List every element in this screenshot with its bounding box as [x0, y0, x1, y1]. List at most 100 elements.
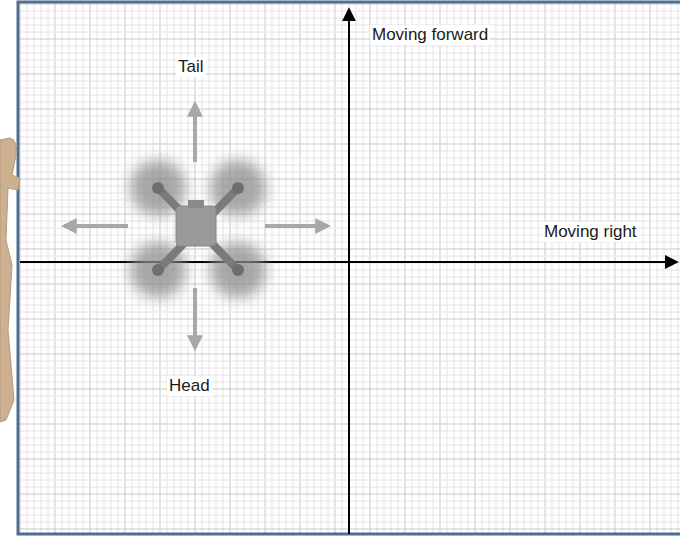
grid-line — [678, 3, 679, 533]
grid — [19, 3, 680, 533]
grid-line — [664, 3, 665, 533]
drone-body — [176, 206, 216, 246]
motors — [152, 182, 244, 276]
grid-line — [545, 3, 546, 533]
grid-line — [657, 3, 658, 533]
direction-label: Head — [167, 376, 212, 396]
grid-line — [90, 3, 91, 533]
grid-line — [363, 3, 364, 533]
grid-line — [531, 3, 532, 533]
grid-line — [629, 3, 630, 533]
grid-line — [27, 3, 28, 533]
grid-line — [496, 3, 497, 533]
grid-line — [636, 3, 637, 533]
grid-line — [125, 3, 126, 533]
person-body — [0, 138, 20, 422]
grid-line — [300, 3, 301, 533]
grid-line — [118, 3, 119, 533]
grid-line — [62, 3, 63, 533]
drone-camera — [188, 200, 204, 208]
person-figure — [0, 138, 20, 422]
grid-line — [580, 3, 581, 533]
grid-line — [279, 3, 280, 533]
grid-line — [307, 3, 308, 533]
grid-line — [272, 3, 273, 533]
grid-line — [34, 3, 35, 533]
grid-line — [342, 3, 343, 533]
grid-line — [622, 3, 623, 533]
grid-line — [202, 3, 203, 533]
grid-line — [391, 3, 392, 533]
axis-label: Moving right — [542, 222, 639, 242]
grid-line — [643, 3, 644, 533]
frame — [18, 2, 680, 534]
grid-line — [20, 3, 21, 533]
grid-line — [510, 3, 511, 533]
grid-line — [566, 3, 567, 533]
grid-line — [447, 3, 448, 533]
drone-arms — [158, 188, 238, 270]
grid-line — [489, 3, 490, 533]
grid-line — [111, 3, 112, 533]
grid-line — [55, 3, 56, 533]
drone — [130, 160, 266, 298]
forward-axis — [348, 10, 350, 534]
grid-line — [370, 3, 371, 533]
grid-line — [314, 3, 315, 533]
grid-line — [19, 4, 680, 5]
grid-line — [97, 3, 98, 533]
grid-line — [650, 3, 651, 533]
grid-line — [482, 3, 483, 533]
grid-line — [41, 3, 42, 533]
grid-line — [671, 3, 672, 533]
grid-line — [524, 3, 525, 533]
grid-line — [475, 3, 476, 533]
grid-line — [405, 3, 406, 533]
grid-line — [335, 3, 336, 533]
grid-line — [594, 3, 595, 533]
grid-line — [104, 3, 105, 533]
grid-line — [195, 3, 196, 533]
grid-line — [76, 3, 77, 533]
grid-line — [433, 3, 434, 533]
grid-line — [601, 3, 602, 533]
propellers — [130, 160, 266, 298]
grid-line — [419, 3, 420, 533]
grid-line — [412, 3, 413, 533]
grid-line — [349, 3, 350, 533]
grid-line — [615, 3, 616, 533]
grid-line — [83, 3, 84, 533]
grid-line — [209, 3, 210, 533]
grid-line — [188, 3, 189, 533]
direction-label: Tail — [176, 57, 206, 77]
grid-line — [321, 3, 322, 533]
grid-line — [426, 3, 427, 533]
grid-line — [69, 3, 70, 533]
grid-line — [440, 3, 441, 533]
grid-line — [608, 3, 609, 533]
direction-arrows — [64, 104, 328, 348]
grid-line — [48, 3, 49, 533]
grid-line — [559, 3, 560, 533]
grid-line — [573, 3, 574, 533]
grid-line — [356, 3, 357, 533]
grid-line — [461, 3, 462, 533]
grid-line — [517, 3, 518, 533]
grid-line — [587, 3, 588, 533]
grid-line — [552, 3, 553, 533]
grid-line — [454, 3, 455, 533]
grid-line — [538, 3, 539, 533]
axis-label: Moving forward — [370, 25, 490, 45]
grid-line — [468, 3, 469, 533]
grid-line — [328, 3, 329, 533]
right-axis — [20, 261, 676, 263]
grid-line — [503, 3, 504, 533]
grid-line — [286, 3, 287, 533]
grid-line — [293, 3, 294, 533]
grid-line — [384, 3, 385, 533]
grid-line — [398, 3, 399, 533]
axes — [20, 10, 676, 534]
